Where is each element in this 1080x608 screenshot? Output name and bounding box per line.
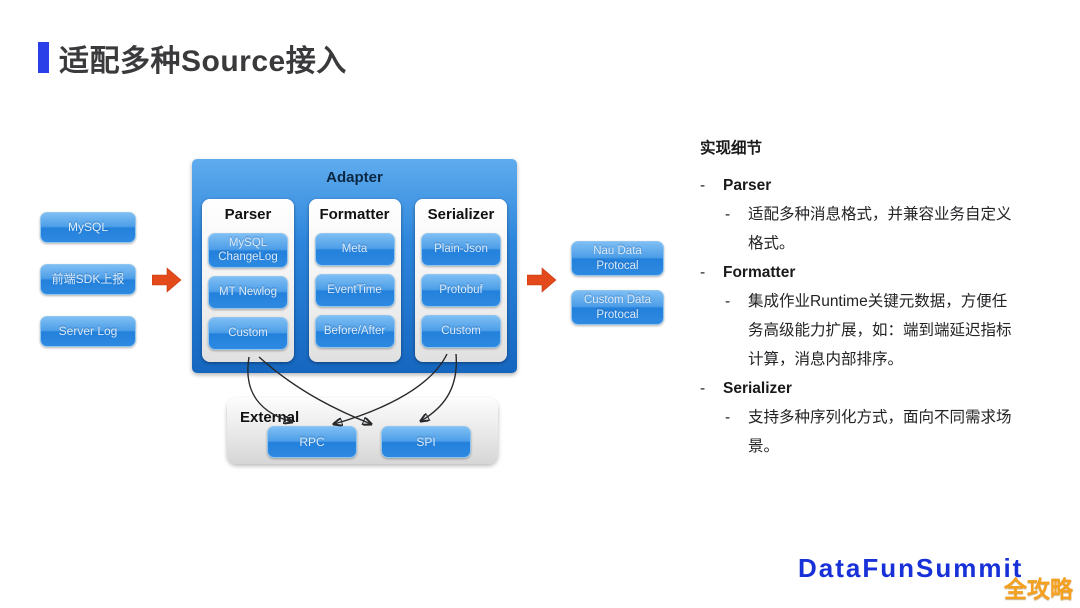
- panel-title: Serializer: [427, 206, 495, 223]
- bullet-text: 适配多种消息格式，并兼容业务自定义格式。: [748, 206, 1012, 252]
- external-items: RPC SPI: [267, 426, 471, 458]
- datafunsummit-logo: DataFunSummit: [798, 553, 1024, 583]
- adapter-item-button: MySQL ChangeLog: [208, 233, 288, 268]
- details-sections: -Parser-适配多种消息格式，并兼容业务自定义格式。-Formatter-集…: [700, 171, 1018, 461]
- adapter-item-button: EventTime: [314, 274, 395, 307]
- section-label: Serializer: [723, 380, 792, 397]
- dash-bullet: -: [725, 206, 731, 223]
- title-accent-bar: [38, 42, 49, 73]
- source-button: 前端SDK上报: [40, 264, 136, 295]
- details-heading: 实现细节: [700, 140, 763, 157]
- details-bullet: -适配多种消息格式，并兼容业务自定义格式。: [700, 200, 1018, 258]
- details-bullet: -支持多种序列化方式，面向不同需求场景。: [700, 403, 1018, 461]
- panel-title: Parser: [224, 206, 272, 223]
- details-bullet: -集成作业Runtime关键元数据，方便任务高级能力扩展，如：端到端延迟指标计算…: [700, 287, 1018, 374]
- bullet-text: 支持多种序列化方式，面向不同需求场景。: [748, 409, 1012, 455]
- external-item-button: RPC: [267, 426, 357, 458]
- source-button: MySQL: [40, 212, 136, 243]
- adapter-item-button: Custom: [208, 316, 288, 350]
- adapter-item-button: Protobuf: [421, 274, 501, 307]
- details-panel: 实现细节 -Parser-适配多种消息格式，并兼容业务自定义格式。-Format…: [700, 134, 1018, 461]
- adapter-item-button: Custom: [421, 315, 501, 348]
- flow-arrow-icon: [527, 267, 557, 293]
- watermark-text: 全攻略: [1004, 576, 1073, 602]
- dash-bullet: -: [700, 380, 706, 397]
- section-label: Formatter: [723, 264, 796, 281]
- section-label: Parser: [723, 177, 772, 194]
- dash-bullet: -: [725, 409, 731, 426]
- source-button: Server Log: [40, 316, 136, 347]
- details-section-label: -Serializer: [700, 374, 1018, 403]
- page-title: 适配多种Source接入: [59, 45, 347, 78]
- adapter-item-button: Before/After: [314, 315, 395, 348]
- dash-bullet: -: [725, 293, 731, 310]
- external-title: External: [240, 409, 300, 426]
- output-button: Custom Data Protocal: [571, 290, 664, 325]
- details-section-label: -Parser: [700, 171, 1018, 200]
- adapter-item-button: MT Newlog: [208, 275, 288, 309]
- dash-bullet: -: [700, 264, 706, 281]
- bullet-text: 集成作业Runtime关键元数据，方便任务高级能力扩展，如：端到端延迟指标计算，…: [748, 293, 1012, 368]
- panel-title: Formatter: [319, 206, 390, 223]
- dash-bullet: -: [700, 177, 706, 194]
- details-section-label: -Formatter: [700, 258, 1018, 287]
- adapter-item-button: Plain-Json: [421, 233, 501, 266]
- adapter-title: Adapter: [326, 169, 383, 186]
- external-item-button: SPI: [381, 426, 471, 458]
- external-box: External RPC SPI: [227, 398, 498, 464]
- flow-arrow-icon: [152, 267, 182, 293]
- source-list: MySQL 前端SDK上报 Server Log: [40, 212, 136, 347]
- adapter-item-button: Meta: [314, 233, 395, 266]
- output-button: Nau Data Protocal: [571, 241, 664, 276]
